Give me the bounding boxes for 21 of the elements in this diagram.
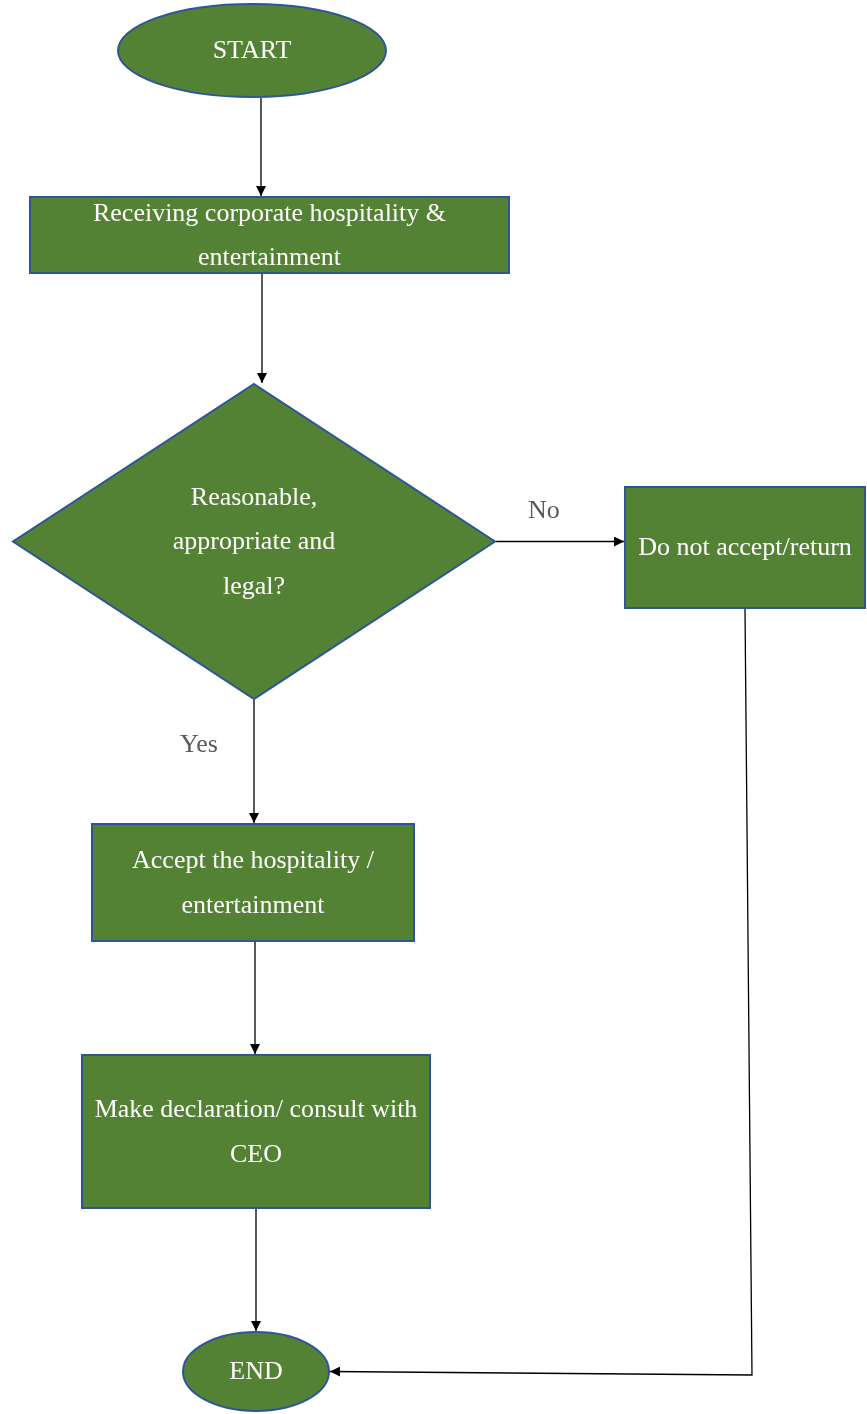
arrow bbox=[249, 699, 259, 824]
arrow bbox=[257, 273, 267, 384]
arrow bbox=[495, 536, 625, 547]
node-text: Do not accept/return bbox=[637, 531, 853, 564]
process-box bbox=[29, 196, 510, 274]
process-box bbox=[91, 823, 415, 942]
node-text: Reasonable, appropriate and legal? bbox=[171, 481, 337, 602]
node-text: END bbox=[228, 1355, 284, 1388]
decision-diamond bbox=[12, 383, 496, 700]
process-box bbox=[624, 486, 866, 609]
arrow bbox=[251, 1208, 261, 1332]
node-text: Accept the hospitality / entertainment bbox=[131, 844, 375, 921]
node-text: START bbox=[211, 34, 293, 67]
process-box bbox=[81, 1054, 431, 1209]
terminal-ellipse bbox=[117, 3, 387, 98]
arrow bbox=[256, 97, 266, 197]
terminal-ellipse bbox=[182, 1331, 330, 1412]
node-text: Receiving corporate hospitality & entertainment bbox=[91, 196, 448, 273]
node-text: Make declaration/ consult with CEO bbox=[93, 1093, 419, 1170]
arrow bbox=[250, 941, 260, 1055]
arrow bbox=[329, 608, 753, 1377]
